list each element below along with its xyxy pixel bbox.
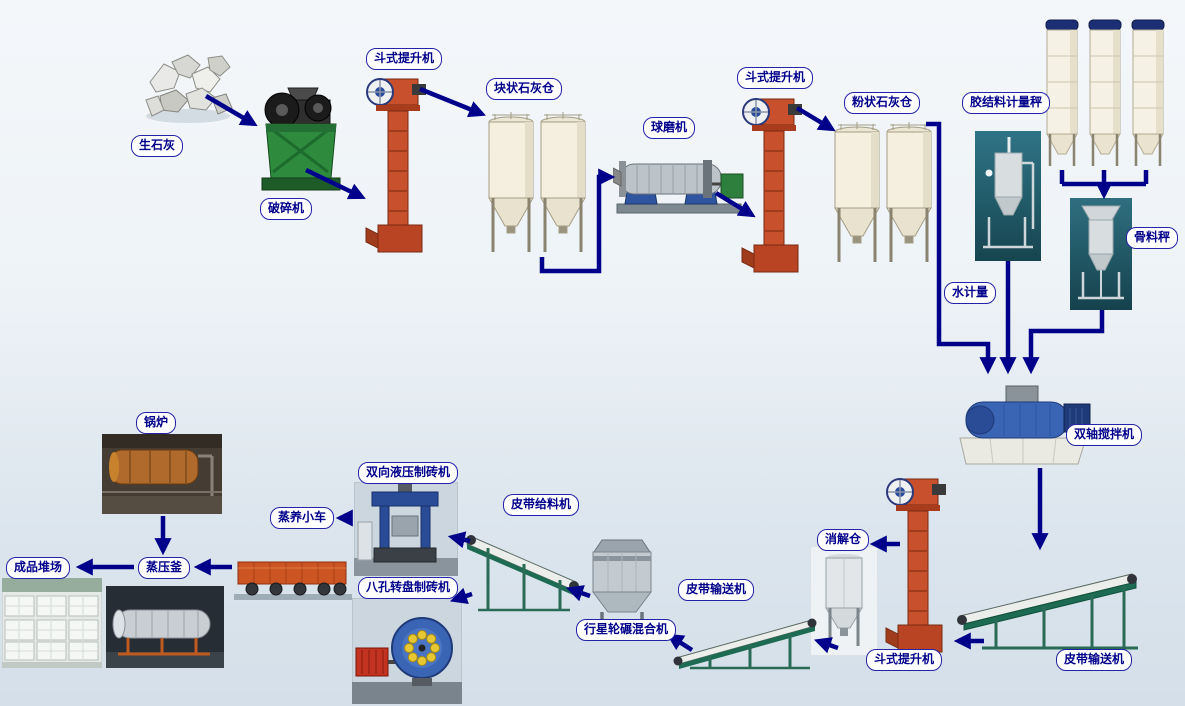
label-aggregate-scale: 骨料秤: [1126, 227, 1179, 249]
lump-lime-silo-icon: [486, 108, 588, 260]
label-hydraulic-brick-machine: 双向液压制砖机: [358, 462, 459, 484]
flow-arrow: [539, 168, 616, 274]
flow-arrow: [795, 106, 836, 132]
belt-conveyor-right-icon: [952, 554, 1146, 654]
belt-conveyor-mid-icon: [670, 610, 824, 672]
label-water-meter: 水计量: [944, 282, 997, 304]
bucket-elevator-3-icon: [878, 476, 952, 656]
label-binder-scale: 胶结料计量秤: [962, 92, 1051, 114]
bucket-elevator-2-icon: [736, 96, 806, 276]
flow-arrow: [419, 86, 486, 118]
boiler-photo: [102, 434, 222, 514]
powder-lime-silo-icon: [832, 118, 934, 270]
label-quicklime: 生石灰: [131, 135, 184, 157]
label-digestion-silo: 消解仓: [817, 529, 870, 551]
flow-arrow: [565, 585, 591, 602]
flow-arrow: [204, 94, 258, 127]
label-boiler: 锅炉: [136, 412, 177, 434]
steam-cart-icon: [234, 546, 352, 606]
jaw-crusher-icon: [256, 84, 346, 196]
hydraulic-brick-machine-photo: [354, 482, 458, 576]
label-product-yard: 成品堆场: [6, 557, 71, 579]
flow-arrow: [447, 531, 471, 549]
flow-arrow: [305, 167, 366, 200]
label-bucket-elevator-2: 斗式提升机: [737, 67, 814, 89]
label-twin-shaft-mixer: 双轴搅拌机: [1066, 424, 1143, 446]
label-crusher: 破碎机: [260, 198, 313, 220]
product-yard-photo: [2, 578, 102, 668]
flow-line: [1059, 170, 1149, 187]
aggregate-scale-photo: [1070, 198, 1132, 310]
label-bucket-elevator-3: 斗式提升机: [866, 649, 943, 671]
label-rotary-brick-machine: 八孔转盘制砖机: [358, 577, 459, 599]
label-belt-feeder: 皮带给料机: [503, 494, 580, 516]
twin-shaft-mixer-icon: [948, 376, 1096, 470]
limestone-rocks-icon: [140, 52, 236, 126]
planetary-mixer-icon: [570, 536, 674, 626]
label-lump-lime-silo: 块状石灰仓: [486, 78, 563, 100]
label-ball-mill: 球磨机: [643, 117, 696, 139]
aggregate-silos-icon: [1044, 16, 1166, 172]
rotary-brick-machine-photo: [352, 598, 462, 704]
digestion-silo-icon: [810, 546, 878, 656]
ball-mill-icon: [613, 138, 745, 218]
flow-arrow: [813, 637, 839, 654]
bucket-elevator-1-icon: [360, 76, 430, 256]
label-planetary-mixer: 行星轮碾混合机: [576, 619, 677, 641]
binder-scale-photo: [975, 131, 1041, 261]
label-steam-cart: 蒸养小车: [270, 507, 335, 529]
label-belt-conveyor-mid: 皮带输送机: [678, 579, 755, 601]
flow-arrow: [926, 121, 997, 375]
label-bucket-elevator-1: 斗式提升机: [366, 48, 443, 70]
label-powder-lime-silo: 粉状石灰仓: [844, 92, 921, 114]
flow-arrow: [666, 633, 694, 652]
flow-arrow: [1022, 310, 1105, 375]
autoclave-photo: [106, 586, 224, 668]
label-belt-conveyor-right: 皮带输送机: [1056, 649, 1133, 671]
flow-arrow: [714, 191, 756, 218]
flow-arrow: [449, 587, 473, 605]
label-autoclave: 蒸压釜: [138, 557, 191, 579]
